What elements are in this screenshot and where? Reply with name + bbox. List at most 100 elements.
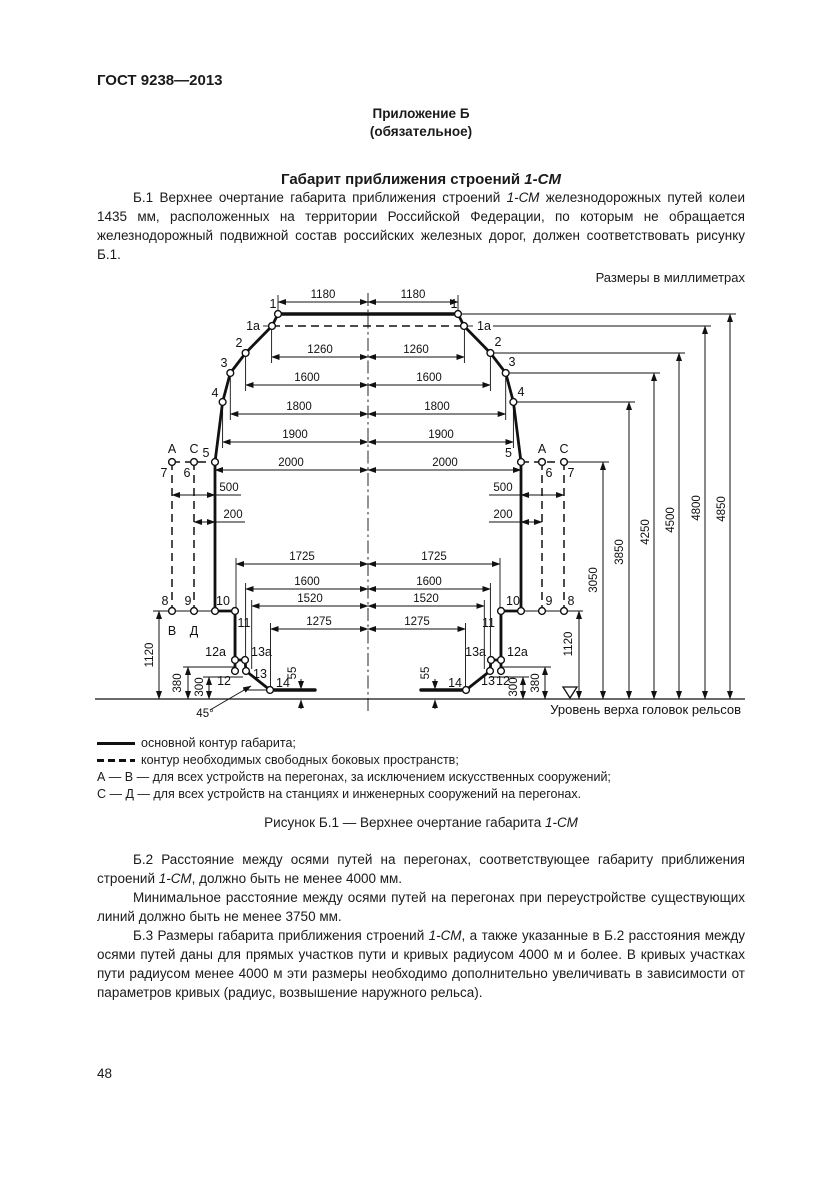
point-label: 1a [477,319,491,333]
paragraph-b3: Б.3 Размеры габарита приближения строени… [97,926,745,1002]
point-label: 9 [546,594,553,608]
point-label: 1 [451,297,458,311]
dim-label: 300 [194,677,206,696]
dim-label: 1800 [286,401,312,413]
dim-label: 380 [172,673,184,692]
gauge-name: 1-СМ [428,928,462,943]
dim-label: 1260 [403,344,429,356]
legend-item-cd: С — Д — для всех устройств на станциях и… [97,786,745,803]
dim-label: 3850 [614,539,626,565]
point-label: 12a [507,645,528,659]
point-label: 7 [161,466,168,480]
point-label: 14 [276,676,290,690]
dashed-line-icon [97,759,135,763]
legend-item-ab: А — В — для всех устройств на перегонах,… [97,769,745,786]
point-label: 4 [518,385,525,399]
point-label: 3 [509,355,516,369]
legend-text: А — В — для всех устройств на перегонах,… [97,770,611,784]
point-label: В [168,624,176,638]
point-label: 13a [251,645,272,659]
point-label: 12 [217,674,231,688]
point-label: 2 [495,335,502,349]
dim-label: 1600 [416,576,442,588]
point-markers [167,309,569,695]
caption-text: Рисунок Б.1 — Верхнее очертание габарита [264,815,545,830]
point-label: 7 [568,466,575,480]
point-label: 1a [246,319,260,333]
dim-label: 380 [530,673,542,692]
point-label: 13 [481,674,495,688]
dim-label: 1260 [307,344,333,356]
dim-label: 1600 [294,576,320,588]
point-label: 4 [212,386,219,400]
dim-label: 4850 [716,496,728,522]
point-label: 6 [546,466,553,480]
dim-label: 1900 [428,429,454,441]
dim-label: 1120 [144,643,156,668]
point-label: 14 [448,676,462,690]
dim-label: 200 [223,509,242,521]
dim-label: 2000 [432,457,458,469]
dim-label: 500 [219,482,238,494]
angle-label: 45° [196,708,213,720]
appendix-heading: Приложение Б (обязательное) [97,105,745,141]
paragraph-text: , должно быть не менее 4000 мм. [191,871,403,886]
dim-label: 1600 [294,372,320,384]
dim-label: 55 [287,667,299,680]
gauge-name: 1-СМ [506,190,540,205]
figure-legend: основной контур габарита; контур необход… [97,735,745,803]
point-label: 12a [205,645,226,659]
legend-text: С — Д — для всех устройств на станциях и… [97,787,582,801]
point-label: А [168,442,177,456]
dim-label: 4250 [640,519,652,545]
body-paragraphs: Б.2 Расстояние между осями путей на пере… [97,850,745,1002]
appendix-subtitle: (обязательное) [369,124,473,139]
dim-label: 1520 [413,593,439,605]
dim-label: 1725 [289,551,315,563]
section-title-gauge: 1-СМ [524,171,561,188]
units-note: Размеры в миллиметрах [595,270,745,285]
paragraph-b2-min: Минимальное расстояние между осями путей… [97,890,745,924]
point-label: С [189,442,198,456]
extension-lines [153,295,736,691]
paragraph-text: Б.1 Верхнее очертание габарита приближен… [133,190,507,205]
dim-label: 200 [493,509,512,521]
dim-label: 3050 [588,567,600,593]
point-label: 1 [270,297,277,311]
point-label: 11 [482,616,495,630]
point-label: 6 [184,466,191,480]
solid-line-icon [97,742,135,746]
dim-label: 1800 [424,401,450,413]
point-label: 8 [568,594,575,608]
dim-label: 300 [508,677,520,696]
point-label: 9 [185,594,192,608]
appendix-title: Приложение Б [372,106,470,121]
paragraph-text: Б.2 Расстояние между осями путей на пере… [97,852,745,886]
page-content: ГОСТ 9238—2013 Приложение Б (обязательно… [95,0,745,1002]
paragraph-b1: Б.1 Верхнее очертание габарита приближен… [97,188,745,264]
point-label: 11 [238,616,251,630]
legend-text: основной контур габарита; [141,736,296,750]
dim-label: 4800 [691,495,703,521]
dim-label: 1180 [311,289,336,301]
section-title-text: Габарит приближения строений [281,171,525,188]
dim-label: 1275 [306,616,332,628]
point-label: 13 [253,667,267,681]
dim-label: 1900 [282,429,308,441]
point-label: 5 [505,446,512,460]
legend-item-dashed: контур необходимых свободных боковых про… [97,752,745,769]
point-label: 3 [221,356,228,370]
doc-code: ГОСТ 9238—2013 [97,72,223,89]
free-space-contour [171,325,565,611]
point-label: 8 [162,594,169,608]
point-label: 5 [203,446,210,460]
point-label: А [538,442,547,456]
paragraph-b2: Б.2 Расстояние между осями путей на пере… [97,850,745,888]
section-title: Габарит приближения строений 1-СМ [97,171,745,188]
paragraph-text: железнодорожных путей колеи 1435 мм, рас… [97,190,745,262]
point-label: Д [190,624,199,638]
rail-datum-triangle-icon [561,686,579,700]
paragraph-text: Б.3 Размеры габарита приближения строени… [133,928,429,943]
